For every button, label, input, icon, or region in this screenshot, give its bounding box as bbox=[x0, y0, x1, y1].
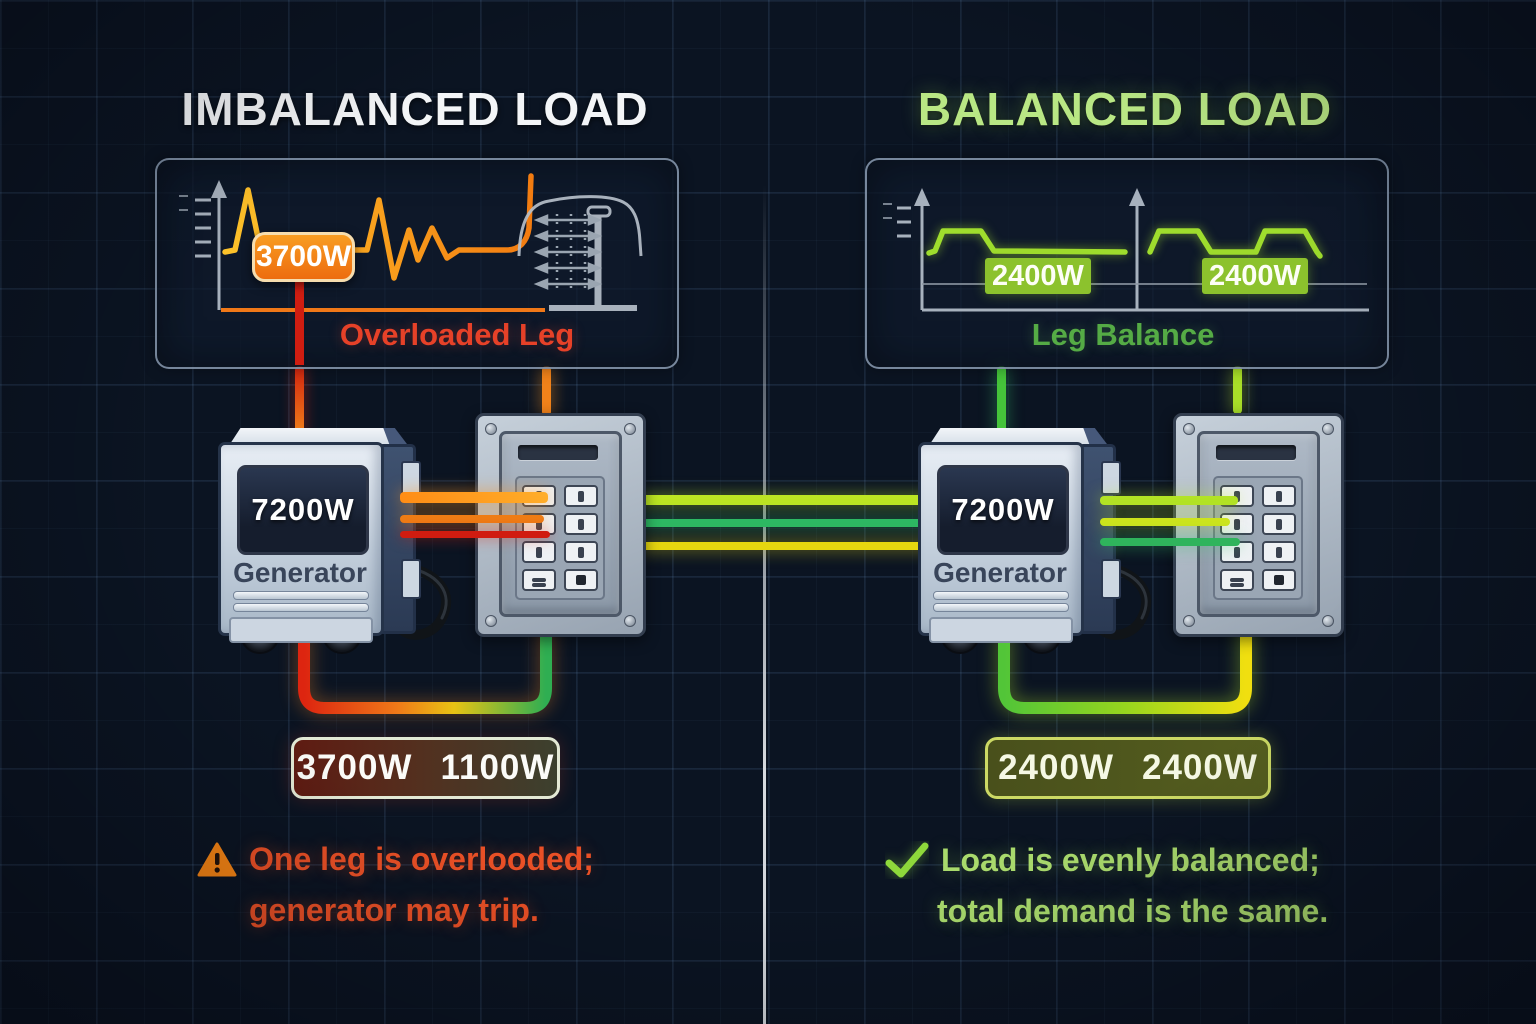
generator-right: 7200W Generator bbox=[918, 428, 1152, 660]
generator-wattage-display: 7200W bbox=[237, 465, 369, 555]
panel-sketch bbox=[517, 195, 643, 311]
breaker-switch bbox=[1262, 513, 1296, 535]
breaker-switch bbox=[1262, 569, 1296, 591]
right-panel-feed-wire bbox=[1233, 366, 1242, 414]
warning-line-2: generator may trip. bbox=[249, 892, 539, 928]
screw-icon bbox=[1183, 423, 1195, 435]
leg1-value: 3700W bbox=[296, 748, 413, 787]
screw-icon bbox=[624, 423, 636, 435]
left-stub-wire-1 bbox=[400, 492, 548, 503]
screw-icon bbox=[485, 615, 497, 627]
left-panel-feed-wire bbox=[542, 366, 551, 416]
left-generator-feed-wire bbox=[295, 366, 304, 436]
warning-line-1: One leg is overlooded; bbox=[249, 841, 594, 877]
generator-vent bbox=[233, 603, 369, 612]
left-loop-wire bbox=[298, 620, 552, 714]
breaker-slot bbox=[1216, 445, 1296, 460]
leg1-value: 2400W bbox=[998, 748, 1114, 787]
generator-connector bbox=[401, 461, 421, 495]
breaker-panel-left bbox=[475, 413, 646, 637]
generator-label: Generator bbox=[933, 557, 1067, 588]
mid-wire-yellow bbox=[638, 542, 1110, 550]
breaker-door bbox=[1197, 431, 1320, 617]
screw-icon bbox=[1183, 615, 1195, 627]
generator-top-face bbox=[928, 428, 1090, 446]
y-axis-arrow-1 bbox=[914, 188, 930, 206]
leg2-value: 2400W bbox=[1142, 748, 1258, 787]
imbalanced-warning-note: One leg is overlooded; generator may tri… bbox=[197, 841, 594, 929]
breaker-switch bbox=[564, 485, 598, 507]
generator-left: 7200W Generator bbox=[218, 428, 452, 660]
breaker-switch bbox=[1220, 541, 1254, 563]
y-axis-arrow bbox=[211, 180, 227, 198]
mid-wire-lime bbox=[638, 495, 1110, 505]
screw-icon bbox=[624, 615, 636, 627]
breaker-switch bbox=[1262, 541, 1296, 563]
generator-vent bbox=[933, 603, 1069, 612]
screw-icon bbox=[1322, 423, 1334, 435]
generator-label: Generator bbox=[233, 557, 367, 588]
generator-vent bbox=[933, 591, 1069, 600]
leg2-waveform bbox=[1147, 228, 1323, 259]
balanced-legs-badge: 2400W 2400W bbox=[985, 737, 1271, 799]
leg2-value: 1100W bbox=[440, 748, 555, 787]
generator-connector bbox=[1101, 559, 1121, 599]
right-loop-wire bbox=[998, 620, 1252, 714]
left-stub-wire-2 bbox=[400, 515, 544, 523]
leg-balance-caption: Leg Balance bbox=[1031, 317, 1215, 352]
overload-drop-line bbox=[295, 270, 304, 365]
warning-triangle-icon bbox=[197, 842, 237, 876]
axes bbox=[883, 202, 1139, 310]
right-stub-wire-1 bbox=[1100, 496, 1238, 505]
screw-icon bbox=[485, 423, 497, 435]
generator-wattage-display: 7200W bbox=[937, 465, 1069, 555]
imbalanced-load-chart: 3700W Overloaded Leg bbox=[155, 158, 679, 369]
mid-wire-green bbox=[638, 519, 1110, 527]
breaker-slot bbox=[518, 445, 598, 460]
breaker-switch bbox=[522, 569, 556, 591]
breaker-switch bbox=[1220, 569, 1254, 591]
imbalanced-legs-badge: 3700W 1100W bbox=[291, 737, 560, 799]
breaker-switch bbox=[564, 569, 598, 591]
leg1-waveform bbox=[926, 228, 1128, 256]
peak-load-badge: 3700W bbox=[252, 232, 355, 282]
right-section-title: BALANCED LOAD bbox=[917, 83, 1333, 135]
left-stub-wire-3 bbox=[400, 531, 550, 538]
busbar-arrows bbox=[533, 214, 603, 290]
breaker-switch bbox=[564, 541, 598, 563]
generator-connector bbox=[401, 559, 421, 599]
leg2-load-badge: 2400W bbox=[1202, 258, 1308, 294]
balanced-load-chart: 2400W 2400W Leg Balance bbox=[865, 158, 1389, 369]
balanced-line-1: Load is evenly balanced; bbox=[941, 841, 1320, 878]
breaker-door bbox=[499, 431, 622, 617]
right-stub-wire-2 bbox=[1100, 518, 1230, 526]
balanced-ok-note: Load is evenly balanced; total demand is… bbox=[885, 841, 1328, 930]
section-divider bbox=[763, 185, 766, 1024]
generator-base bbox=[229, 617, 373, 643]
balanced-line-2: total demand is the same. bbox=[937, 893, 1329, 929]
y-axis bbox=[179, 194, 221, 310]
overloaded-leg-caption: Overloaded Leg bbox=[339, 317, 575, 352]
left-section-title: IMBALANCED LOAD bbox=[181, 83, 649, 135]
breaker-panel-right bbox=[1173, 413, 1344, 637]
generator-connector bbox=[1101, 461, 1121, 495]
leg1-load-badge: 2400W bbox=[985, 258, 1091, 294]
generator-body: 7200W Generator bbox=[218, 442, 384, 643]
y-axis-arrow-2 bbox=[1129, 188, 1145, 206]
breaker-switch bbox=[522, 541, 556, 563]
generator-vent bbox=[233, 591, 369, 600]
generator-top-face bbox=[228, 428, 390, 446]
right-stub-wire-3 bbox=[1100, 538, 1240, 546]
generator-body: 7200W Generator bbox=[918, 442, 1084, 643]
breaker-switch bbox=[564, 513, 598, 535]
generator-side-panel bbox=[378, 444, 421, 634]
screw-icon bbox=[1322, 615, 1334, 627]
breaker-switch bbox=[1262, 485, 1296, 507]
generator-base bbox=[929, 617, 1073, 643]
checkmark-icon bbox=[885, 842, 929, 878]
right-generator-feed-wire bbox=[997, 366, 1006, 436]
